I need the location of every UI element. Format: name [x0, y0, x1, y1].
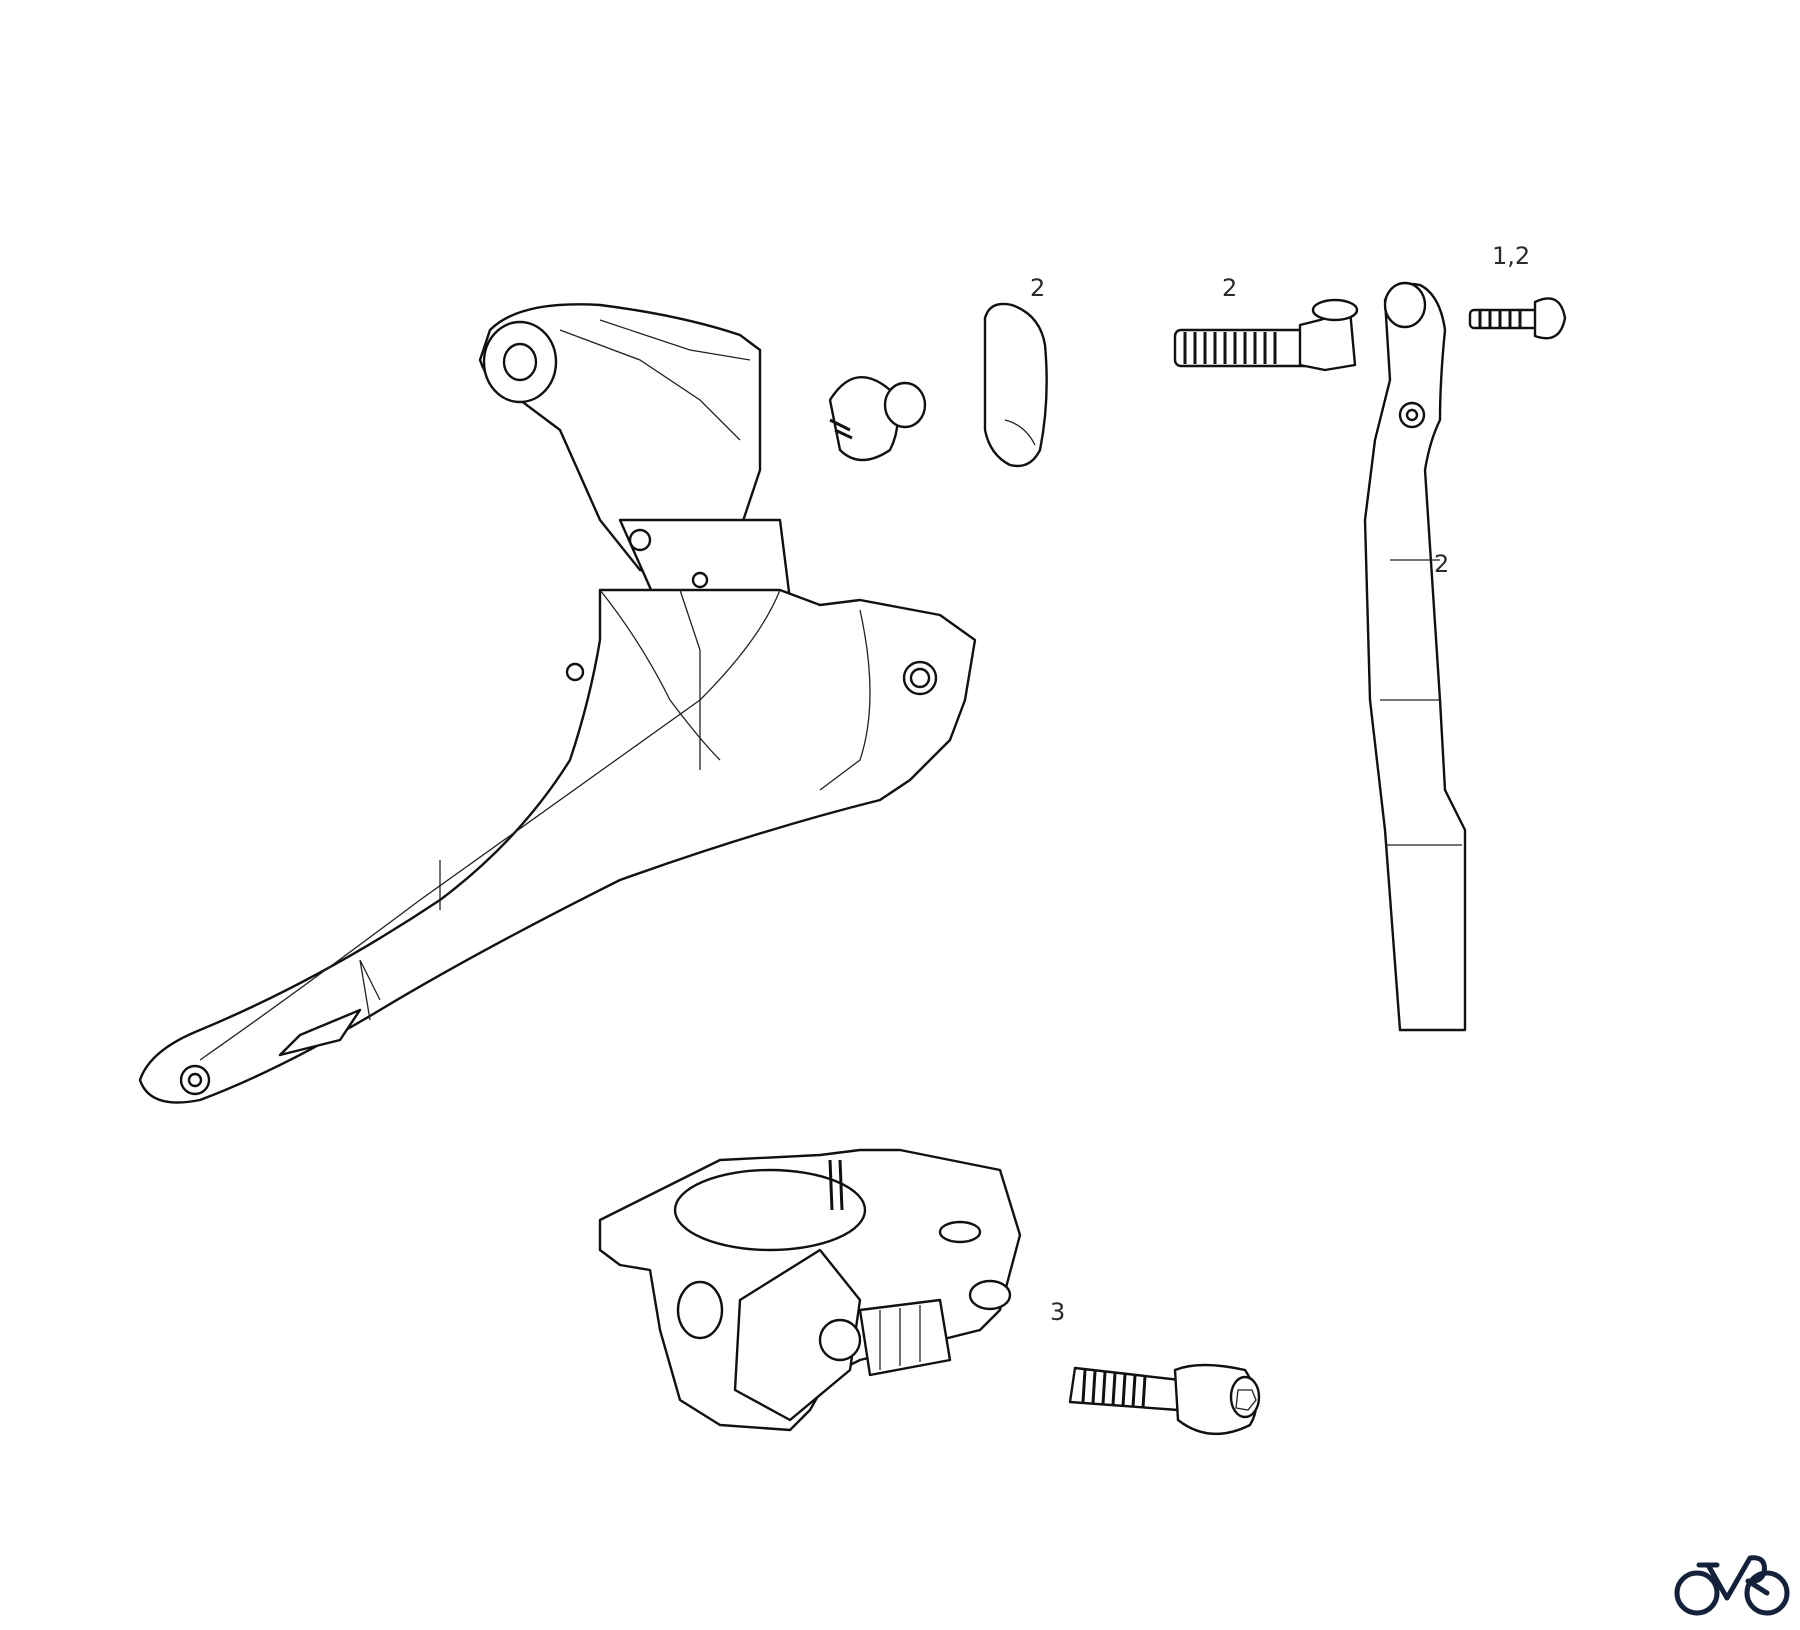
limit-screw-with-bushing [1173, 298, 1359, 372]
limit-screw-part-label: 2 [1222, 274, 1238, 302]
small-screw [1468, 297, 1567, 340]
arm-part-label: 2 [1434, 550, 1450, 578]
clamp-bolt [1068, 1363, 1261, 1436]
clamp-bolt-part-label: 3 [1050, 1298, 1066, 1326]
braze-on-clamp [598, 1148, 1022, 1432]
insert-part-label: 2 [1030, 274, 1046, 302]
chain-guide-arm [1363, 281, 1467, 1032]
small-screw-part-label: 1,2 [1492, 242, 1531, 270]
derailleur-body [138, 303, 977, 1104]
bicycle-logo-icon [1672, 1548, 1792, 1618]
cable-guide-insert [983, 302, 1048, 468]
